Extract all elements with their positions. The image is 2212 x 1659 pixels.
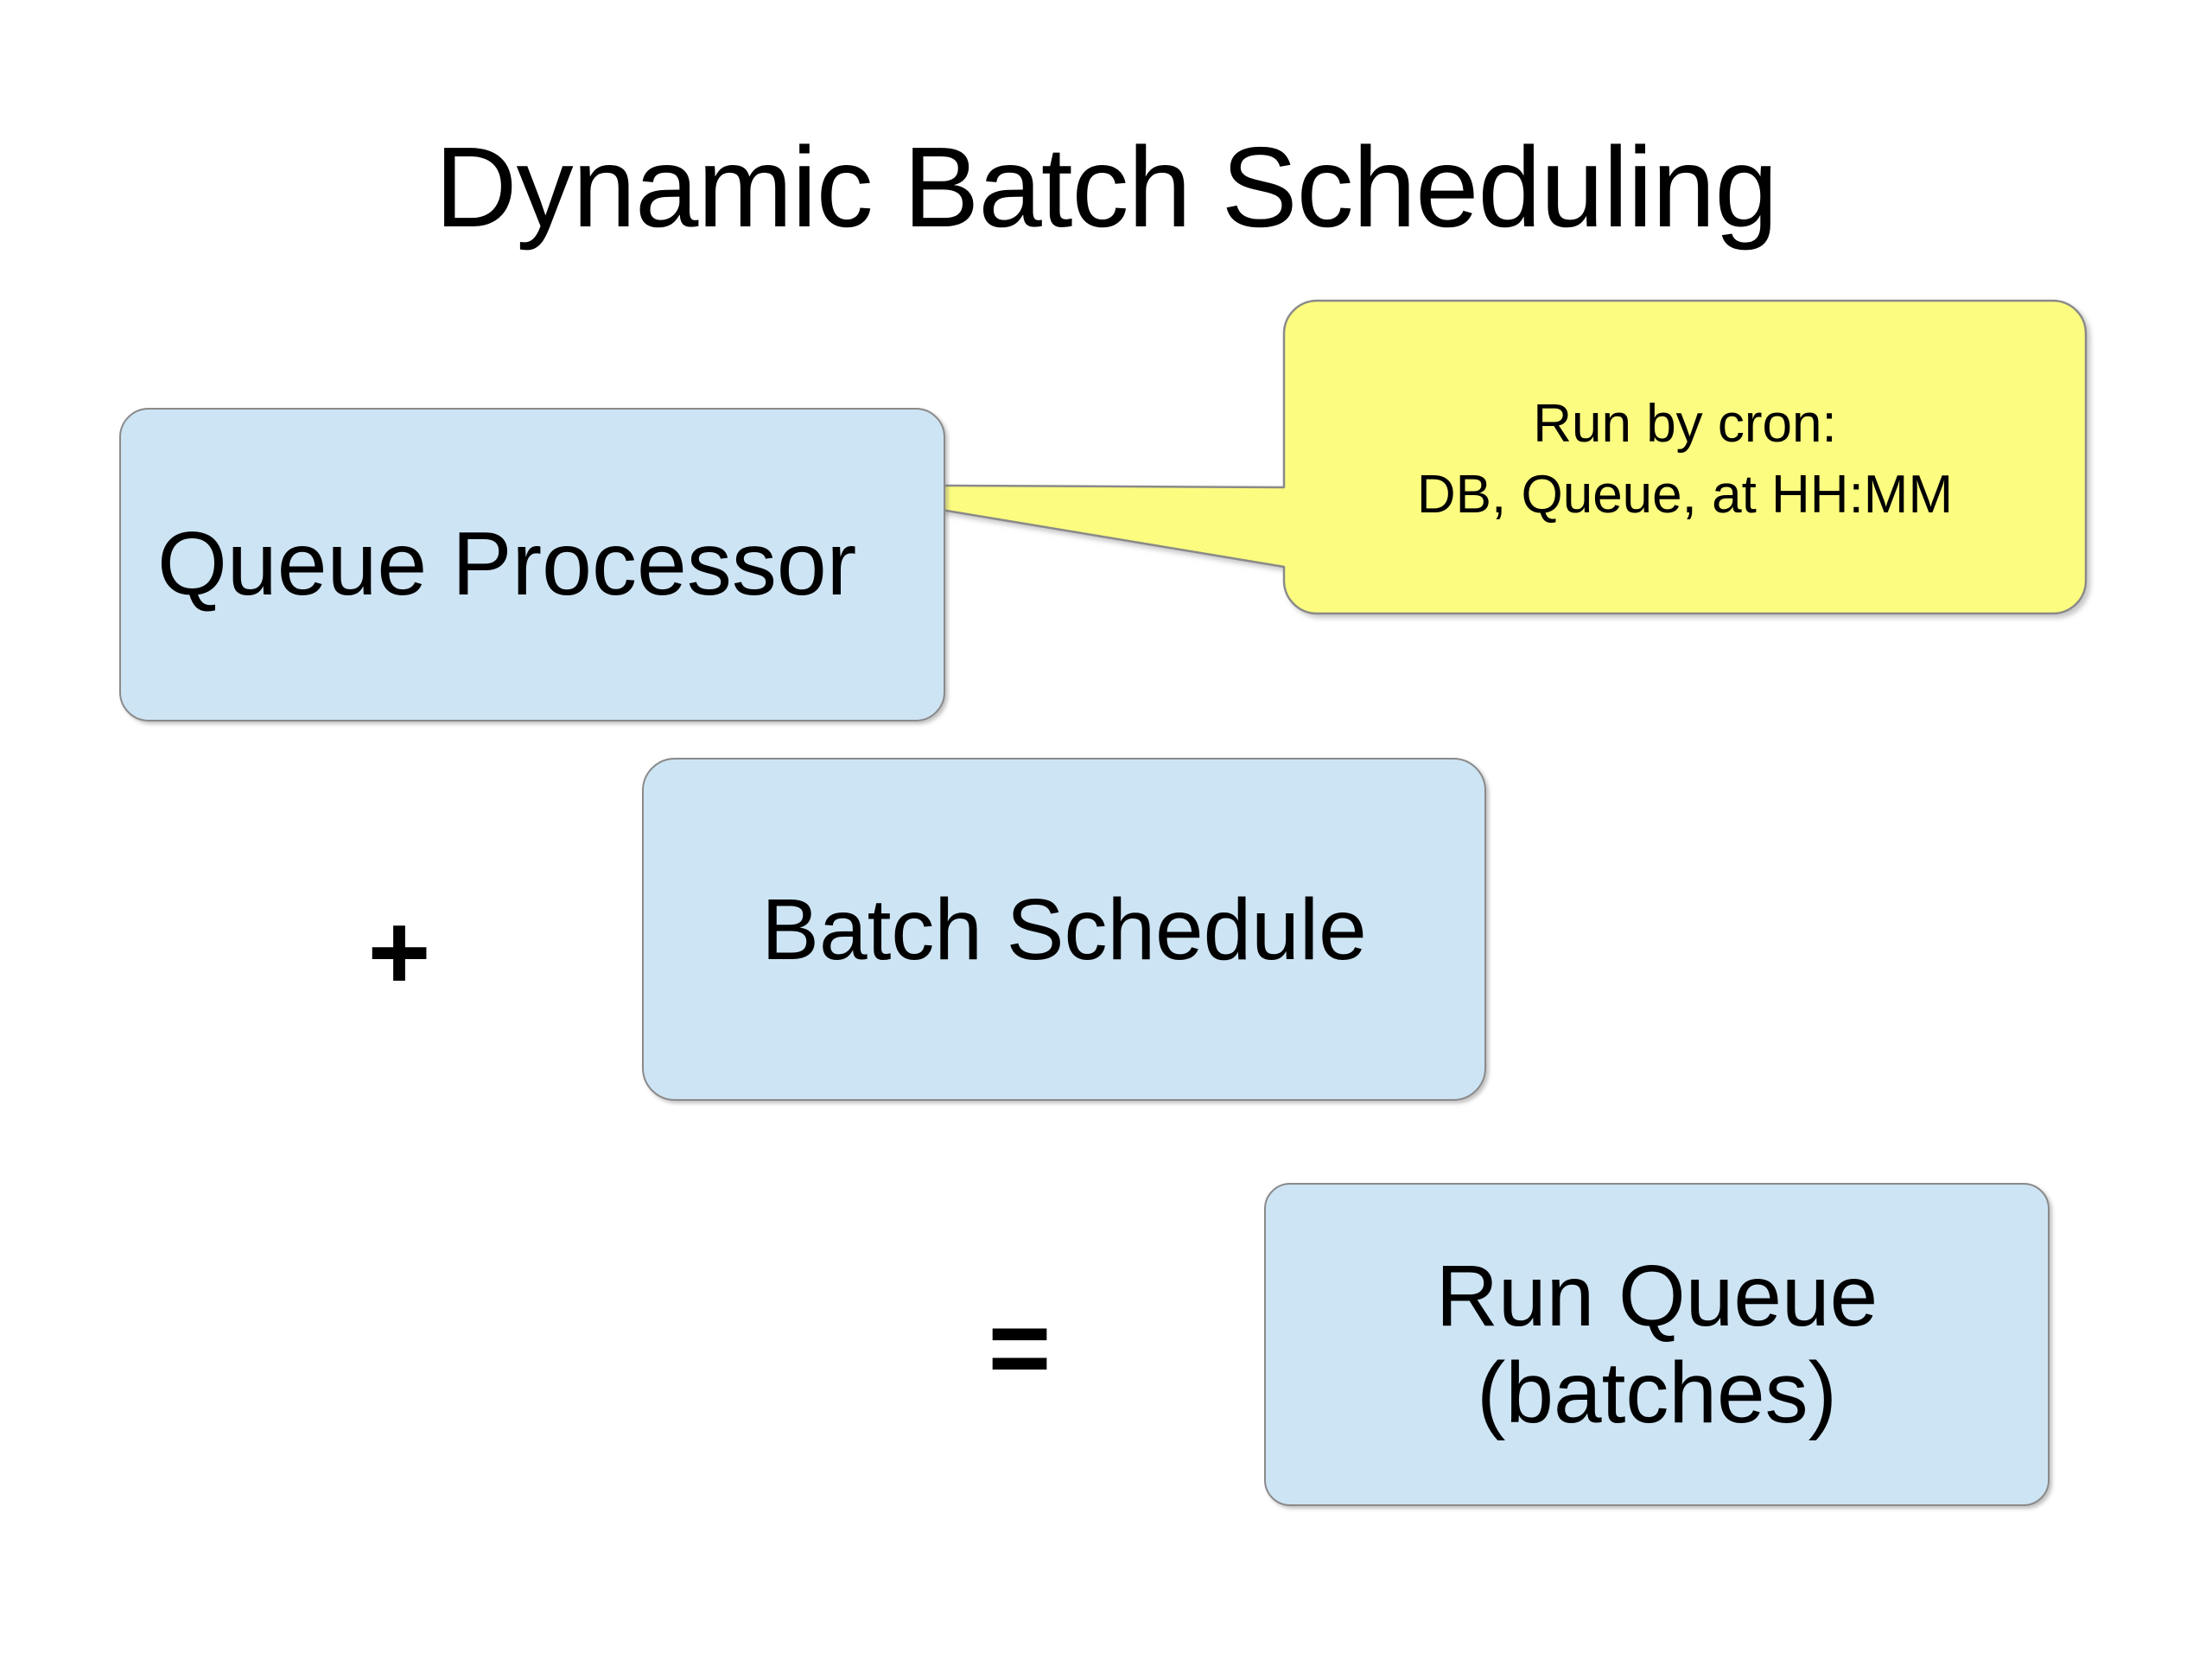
- callout-svg: [789, 299, 2088, 615]
- operator-plus: +: [367, 893, 431, 1013]
- box-batch-schedule-label: Batch Schedule: [761, 880, 1367, 978]
- box-batch-schedule[interactable]: Batch Schedule: [642, 758, 1486, 1101]
- callout-balloon-path: [789, 299, 2088, 615]
- box-queue-processor-label: Queue Processor: [157, 514, 857, 615]
- callout-line-2: DB, Queue, at HH:MM: [1416, 464, 1954, 524]
- callout-shape: [760, 285, 2126, 648]
- box-run-queue-label-line-2: (batches): [1477, 1344, 1837, 1441]
- box-run-queue[interactable]: Run Queue (batches): [1264, 1183, 2050, 1506]
- operator-equals: =: [988, 1288, 1052, 1408]
- callout-text-block: Run by cron: DB, Queue, at HH:MM: [1296, 389, 2074, 531]
- box-run-queue-label-line-1: Run Queue: [1435, 1248, 1878, 1344]
- box-queue-processor[interactable]: Queue Processor: [119, 408, 945, 721]
- callout-line-1: Run by cron:: [1533, 394, 1837, 454]
- page-title: Dynamic Batch Scheduling: [435, 124, 1778, 251]
